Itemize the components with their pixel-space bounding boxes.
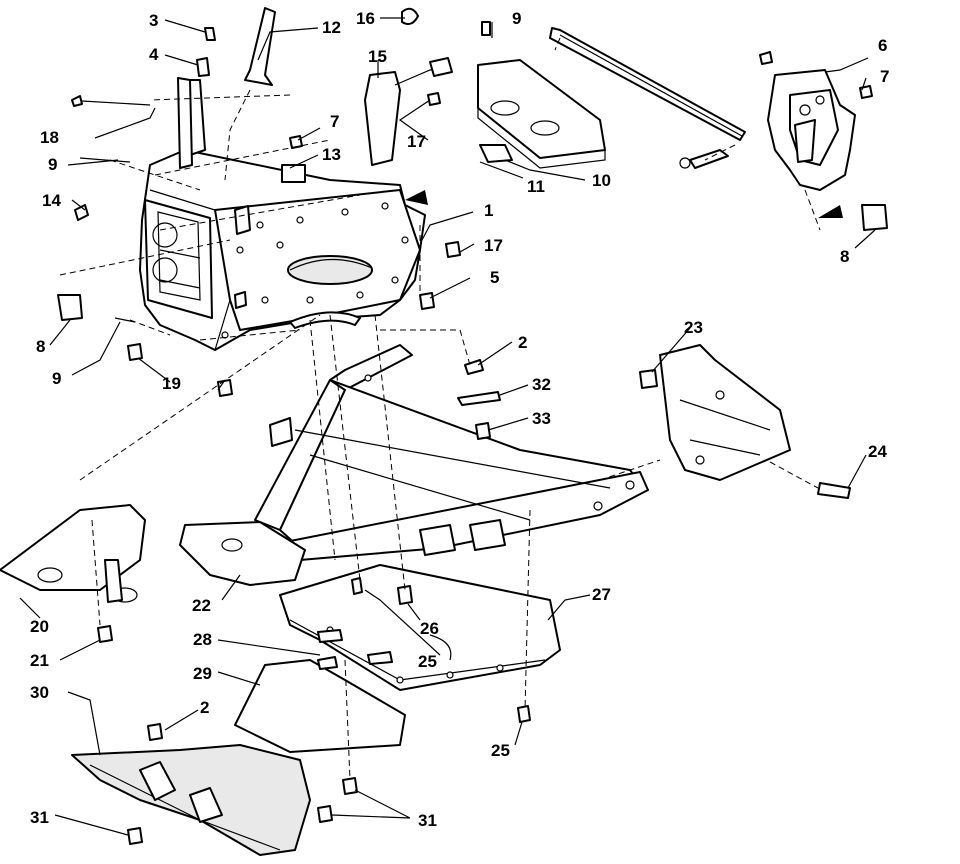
nut-7-left	[289, 135, 303, 149]
callout-31-left: 31	[30, 808, 49, 827]
bolt-24	[817, 482, 851, 499]
rivet-9-lower	[114, 317, 136, 323]
callout-33: 33	[532, 409, 551, 428]
bumper-8-right	[861, 204, 888, 231]
callout-25-left: 25	[418, 652, 437, 671]
nut-7-right	[859, 85, 873, 99]
callout-27: 27	[592, 585, 611, 604]
clip-17-top	[427, 92, 441, 106]
callout-31-right: 31	[418, 811, 437, 830]
leader-lines	[19, 17, 876, 836]
rear-hitch-bracket	[639, 344, 851, 499]
main-frame	[179, 344, 649, 586]
callout-17-top: 17	[407, 132, 426, 151]
cross-bar-bolt	[689, 149, 729, 169]
rivet-9-upper	[79, 157, 131, 163]
callout-19: 19	[162, 374, 181, 393]
bolt-5	[419, 292, 435, 310]
steering-top-plate	[477, 59, 606, 169]
callout-18: 18	[40, 128, 59, 147]
callout-8-left: 8	[36, 337, 45, 356]
bolt-18	[81, 100, 151, 106]
callout-7-left: 7	[330, 112, 339, 131]
bolt-26	[397, 585, 413, 605]
bolt-14	[74, 204, 89, 221]
steering-support-bracket	[767, 69, 856, 218]
callout-4: 4	[149, 45, 159, 64]
washer-32	[457, 391, 501, 406]
callout-28: 28	[193, 630, 212, 649]
callout-9-upper: 9	[48, 155, 57, 174]
callout-12: 12	[322, 18, 341, 37]
callout-7-right: 7	[880, 67, 889, 86]
clip-2-lower	[147, 723, 163, 741]
callout-32: 32	[532, 375, 551, 394]
clip-17-mid	[445, 241, 461, 258]
callout-11: 11	[527, 177, 545, 196]
callout-labels: 3 4 12 16 9 15 17 10 11 18 7 13 9 14 1 1…	[30, 9, 889, 830]
callout-9-lower: 9	[52, 369, 61, 388]
callout-21: 21	[30, 651, 49, 670]
bolt-3	[204, 27, 216, 41]
callout-20: 20	[30, 617, 49, 636]
callout-17-mid: 17	[484, 236, 503, 255]
callout-16: 16	[356, 9, 375, 28]
steering-cross-bar	[549, 27, 773, 169]
callout-24: 24	[868, 442, 887, 461]
callout-3: 3	[149, 11, 158, 30]
callout-25-right: 25	[491, 741, 510, 760]
rivet-25-right	[517, 705, 531, 723]
nut-23	[639, 369, 658, 389]
bulkhead-oval-opening	[287, 255, 373, 285]
callout-26: 26	[420, 619, 439, 638]
top-plate-clip	[479, 144, 513, 163]
callout-15: 15	[368, 47, 387, 66]
belly-pan	[71, 723, 311, 856]
bumper-8-left	[57, 294, 83, 321]
left-hitch-mount	[0, 504, 146, 643]
callout-8-right: 8	[840, 247, 849, 266]
callout-29: 29	[193, 664, 212, 683]
skid-plate	[279, 564, 561, 691]
front-direction-arrow-right	[818, 205, 843, 218]
callout-14: 14	[42, 191, 61, 210]
lower-fasteners	[127, 359, 531, 845]
callout-23: 23	[684, 318, 703, 337]
callout-22: 22	[192, 596, 211, 615]
callout-9-top: 9	[512, 9, 521, 28]
bracket-12	[244, 7, 276, 86]
nut-21	[97, 625, 113, 643]
bolt-33	[475, 422, 491, 440]
clip-28	[317, 656, 338, 670]
callout-10: 10	[592, 171, 611, 190]
callout-13: 13	[322, 145, 341, 164]
callout-30: 30	[30, 683, 49, 702]
lower-panel	[234, 656, 406, 753]
bolt-19-left	[127, 343, 143, 361]
rivet-25-left	[351, 577, 363, 595]
rivet-31-a	[342, 777, 358, 795]
clip-2-upper	[464, 359, 484, 375]
clamp-16	[401, 7, 419, 25]
callout-5: 5	[490, 268, 499, 287]
wire-guide-15	[364, 71, 401, 166]
front-direction-arrow	[405, 190, 428, 205]
rivet-31-b	[317, 805, 333, 823]
bracket-13	[281, 164, 306, 183]
callout-2-lower: 2	[200, 698, 209, 717]
rivet-31-c	[127, 827, 143, 845]
spacer-4	[196, 57, 210, 77]
rivet-9-top	[481, 21, 491, 36]
front-bulkhead	[139, 77, 428, 351]
frame-left-mount-22	[179, 521, 306, 586]
upper-small-parts	[57, 7, 888, 397]
callout-6: 6	[878, 36, 887, 55]
callout-2-upper: 2	[518, 333, 527, 352]
callout-1: 1	[484, 201, 493, 220]
